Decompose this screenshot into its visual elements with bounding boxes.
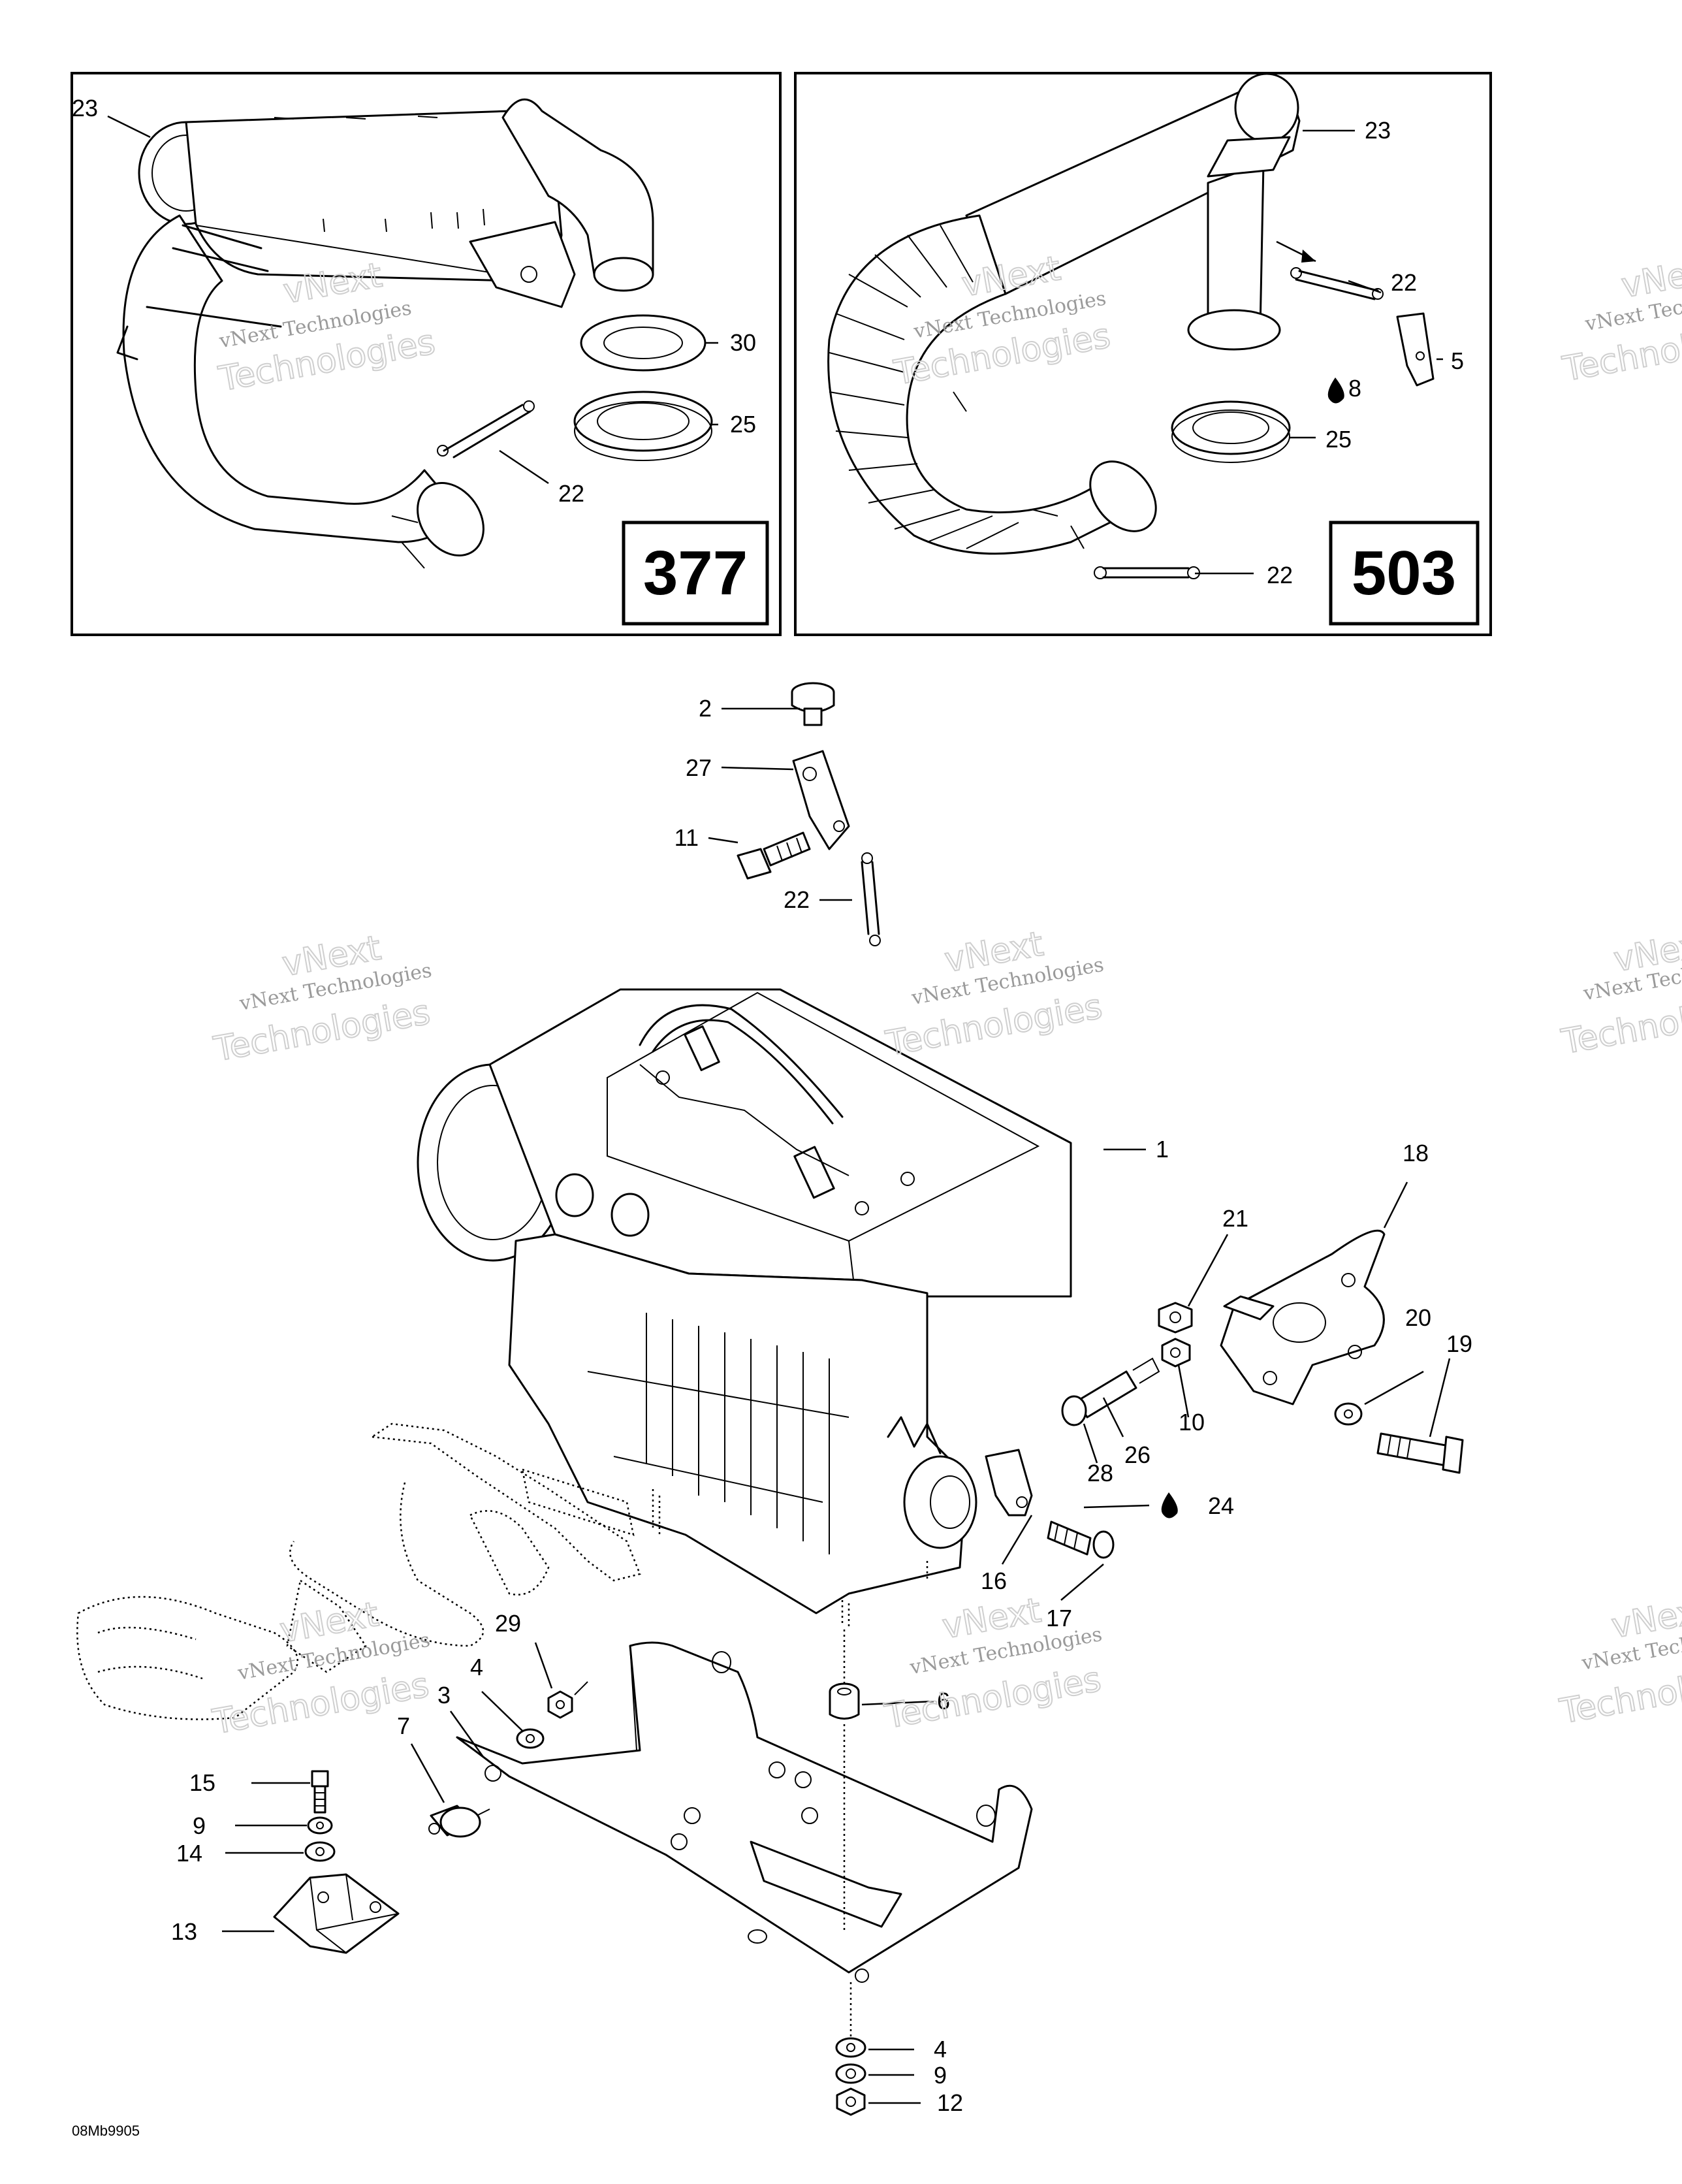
callout-22: 22 <box>784 886 810 913</box>
watermark-mid-left: vNext vNext Technologies Technologies <box>210 928 434 1070</box>
callout-25: 25 <box>730 411 756 438</box>
spring-22-mid <box>861 852 881 946</box>
gasket-30 <box>580 314 706 372</box>
callout-21: 21 <box>1222 1205 1248 1232</box>
bracket-27 <box>792 750 850 850</box>
spacer-6 <box>829 1682 860 1720</box>
muffler-503 <box>827 72 1301 555</box>
callout-4: 4 <box>470 1654 483 1680</box>
washer-9-left <box>307 1816 333 1835</box>
inset-title-503: 503 <box>1352 538 1456 608</box>
callout-22: 22 <box>1267 562 1293 588</box>
bracket-16 <box>985 1449 1033 1517</box>
callout-2: 2 <box>699 695 712 722</box>
washer-14 <box>304 1841 336 1862</box>
seal-ring-25-right <box>1171 400 1291 463</box>
drop-icon-8 <box>1327 377 1344 404</box>
callout-15: 15 <box>189 1769 215 1796</box>
callout-8: 8 <box>1348 375 1361 402</box>
watermark-top-right: vNext vNext Technologies Technologies <box>1559 249 1682 390</box>
nut-21 <box>1158 1302 1193 1334</box>
watermark-bottom-center: vNext vNext Technologies Technologies <box>881 1590 1104 1737</box>
watermark-mid-right: vNext vNext Technologies Technologies <box>1558 923 1682 1063</box>
spring-22-left <box>437 400 535 458</box>
callout-27: 27 <box>686 754 712 781</box>
inset-title-377: 377 <box>643 538 748 608</box>
callout-16: 16 <box>981 1567 1007 1594</box>
callout-1: 1 <box>1156 1136 1169 1163</box>
callout-9: 9 <box>934 2062 947 2089</box>
bolt-11 <box>737 831 811 880</box>
nut-29 <box>547 1681 588 1719</box>
callout-11: 11 <box>674 824 699 851</box>
callout-22: 22 <box>558 480 584 507</box>
inset-title-box-503: 503 <box>1329 521 1480 626</box>
nut-12 <box>836 2087 866 2116</box>
callout-labels: 23 30 25 22 23 22 5 8 25 22 2 27 11 22 1… <box>72 95 1472 2116</box>
assembly-centerline <box>843 1630 852 2038</box>
inset-title-box-377: 377 <box>622 521 769 626</box>
bracket-5 <box>1396 312 1435 387</box>
callout-3: 3 <box>437 1682 451 1709</box>
drawing-code: 08Mb9905 <box>72 2123 140 2139</box>
callout-9: 9 <box>193 1812 206 1839</box>
callout-6: 6 <box>937 1688 950 1714</box>
callout-28: 28 <box>1087 1460 1113 1486</box>
washer-20 <box>1334 1402 1363 1426</box>
rubber-cap-2 <box>791 682 835 726</box>
callout-30: 30 <box>730 329 756 356</box>
callout-24: 24 <box>1208 1492 1234 1519</box>
engine-mount-plate-3 <box>456 1641 1033 1983</box>
callout-13: 13 <box>171 1918 197 1945</box>
shock-mount-7 <box>428 1805 490 1838</box>
callout-23: 23 <box>1365 117 1391 144</box>
washer-4-upper <box>516 1728 545 1749</box>
callout-29: 29 <box>495 1610 521 1637</box>
screw-17 <box>1047 1520 1115 1559</box>
seal-ring-25-left <box>573 391 713 461</box>
nut-10 <box>1161 1338 1191 1368</box>
stud-26 <box>1076 1357 1160 1419</box>
washer-4-lower <box>835 2037 866 2058</box>
callout-12: 12 <box>937 2089 963 2116</box>
leader-lines <box>107 115 1451 2104</box>
engine-1 <box>417 988 1072 1630</box>
spacer-28 <box>1061 1395 1087 1426</box>
callout-4: 4 <box>934 2036 947 2063</box>
callout-20: 20 <box>1405 1304 1431 1331</box>
callout-26: 26 <box>1124 1441 1150 1468</box>
callout-22: 22 <box>1391 269 1417 296</box>
rubber-mount-13 <box>273 1873 400 1954</box>
callout-18: 18 <box>1403 1140 1429 1166</box>
plate-18 <box>1220 1229 1386 1405</box>
washer-9-lower <box>835 2063 866 2084</box>
callout-17: 17 <box>1046 1605 1072 1631</box>
callout-19: 19 <box>1446 1330 1472 1357</box>
watermark-bottom-right: vNext vNext Technologies Technologies <box>1556 1590 1682 1732</box>
ghost-exhaust-assembly <box>76 1422 641 1720</box>
callout-25: 25 <box>1325 426 1352 453</box>
drop-icon-24 <box>1161 1492 1178 1518</box>
callout-14: 14 <box>176 1840 202 1867</box>
muffler-377 <box>116 98 654 569</box>
bolt-19 <box>1376 1432 1464 1474</box>
callout-23: 23 <box>72 95 98 121</box>
watermark-mid-center: vNext vNext Technologies Technologies <box>882 924 1105 1065</box>
callout-7: 7 <box>397 1712 410 1739</box>
callout-10: 10 <box>1179 1409 1205 1436</box>
bolt-15 <box>311 1770 329 1814</box>
callout-5: 5 <box>1451 347 1464 374</box>
